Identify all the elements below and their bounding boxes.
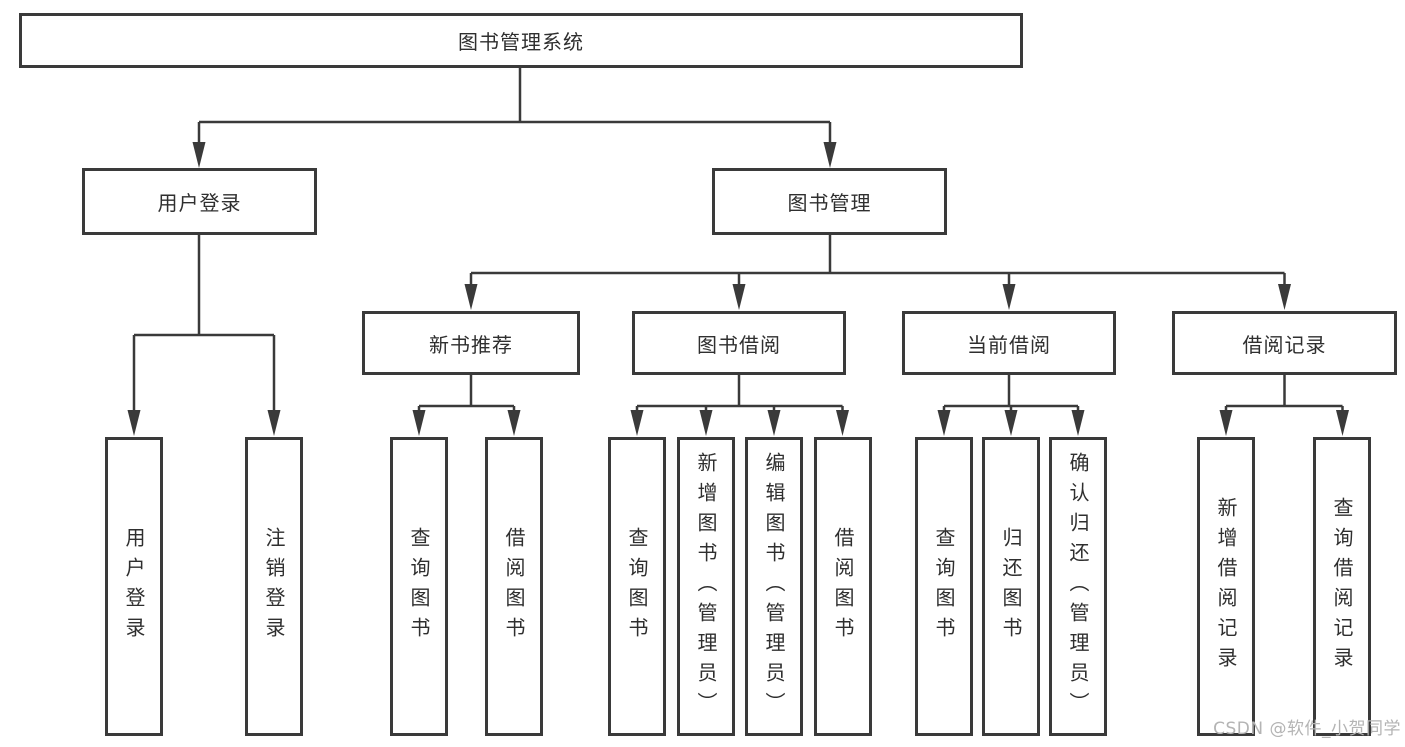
arrowhead: [412, 410, 426, 436]
edge-rec-to-leaves: [417, 375, 516, 412]
node-label: 图书管理: [787, 191, 872, 215]
leaf-label: 新增借阅记录: [1214, 496, 1238, 677]
edge-mgmt-to-level3: [469, 235, 1286, 286]
edge-root-to-level2: [197, 68, 832, 144]
node-label: 新书推荐: [429, 332, 513, 357]
leaf-label: 编辑图书（管理员）: [762, 451, 786, 722]
leaf-add-books-admin: 新增图书（管理员）: [677, 437, 735, 736]
leaf-label: 用户登录: [122, 526, 146, 647]
arrowhead: [699, 410, 713, 436]
leaf-add-borrow-record: 新增借阅记录: [1197, 437, 1255, 736]
node-label: 图书借阅: [697, 332, 781, 357]
node-book-management: 图书管理: [712, 168, 947, 235]
arrowhead: [1219, 410, 1233, 436]
node-new-book-recommendation: 新书推荐: [362, 311, 580, 375]
leaf-label: 查询图书: [625, 526, 649, 647]
arrowhead: [192, 142, 206, 168]
leaf-label: 查询图书: [932, 526, 956, 647]
leaf-edit-books-admin: 编辑图书（管理员）: [745, 437, 803, 736]
leaf-borrow-books-recommend: 借阅图书: [485, 437, 543, 736]
edge-login-to-leaves: [132, 235, 276, 412]
node-book-borrowing: 图书借阅: [632, 311, 846, 375]
leaf-label: 归还图书: [999, 526, 1023, 647]
node-borrowing-records: 借阅记录: [1172, 311, 1397, 375]
arrowhead: [1004, 410, 1018, 436]
leaf-query-books-recommend: 查询图书: [390, 437, 448, 736]
leaf-return-books: 归还图书: [982, 437, 1040, 736]
leaf-label: 注销登录: [262, 526, 286, 647]
node-label: 当前借阅: [967, 332, 1051, 357]
arrowhead: [1071, 410, 1085, 436]
node-label: 图书管理系统: [458, 30, 584, 54]
leaf-label: 查询图书: [407, 526, 431, 647]
leaf-query-books-current: 查询图书: [915, 437, 973, 736]
arrowhead: [267, 410, 281, 436]
arrowheads: [127, 142, 1349, 436]
arrowhead: [630, 410, 644, 436]
arrowhead: [507, 410, 521, 436]
leaf-borrow-books-borrowing: 借阅图书: [814, 437, 872, 736]
arrowhead: [823, 142, 837, 168]
leaf-logout: 注销登录: [245, 437, 303, 736]
leaf-user-login: 用户登录: [105, 437, 163, 736]
arrowhead: [767, 410, 781, 436]
leaf-label: 查询借阅记录: [1330, 496, 1354, 677]
leaf-confirm-return-admin: 确认归还（管理员）: [1049, 437, 1107, 736]
arrowhead: [937, 410, 951, 436]
arrowhead: [1002, 284, 1016, 310]
arrowhead: [732, 284, 746, 310]
arrowhead: [127, 410, 141, 436]
arrowhead: [1336, 410, 1349, 436]
leaf-query-borrow-record: 查询借阅记录: [1313, 437, 1371, 736]
node-user-login: 用户登录: [82, 168, 317, 235]
leaf-query-books-borrowing: 查询图书: [608, 437, 666, 736]
arrowhead: [836, 410, 849, 436]
leaf-label: 借阅图书: [502, 526, 526, 647]
arrowhead: [1278, 284, 1291, 310]
leaf-label: 借阅图书: [831, 526, 855, 647]
arrowhead: [464, 284, 478, 310]
leaf-label: 确认归还（管理员）: [1066, 451, 1090, 722]
connector-edges: [132, 68, 1344, 412]
node-label: 借阅记录: [1242, 332, 1327, 357]
node-label: 用户登录: [157, 191, 242, 215]
node-current-borrowing: 当前借阅: [902, 311, 1116, 375]
node-library-management-system: 图书管理系统: [19, 13, 1023, 68]
leaf-label: 新增图书（管理员）: [694, 451, 718, 722]
csdn-watermark: CSDN @软件_小贺同学: [1213, 719, 1401, 739]
edge-current-to-leaves: [942, 375, 1080, 412]
edge-borrow-to-leaves: [635, 375, 844, 412]
edge-record-to-leaves: [1224, 375, 1344, 412]
